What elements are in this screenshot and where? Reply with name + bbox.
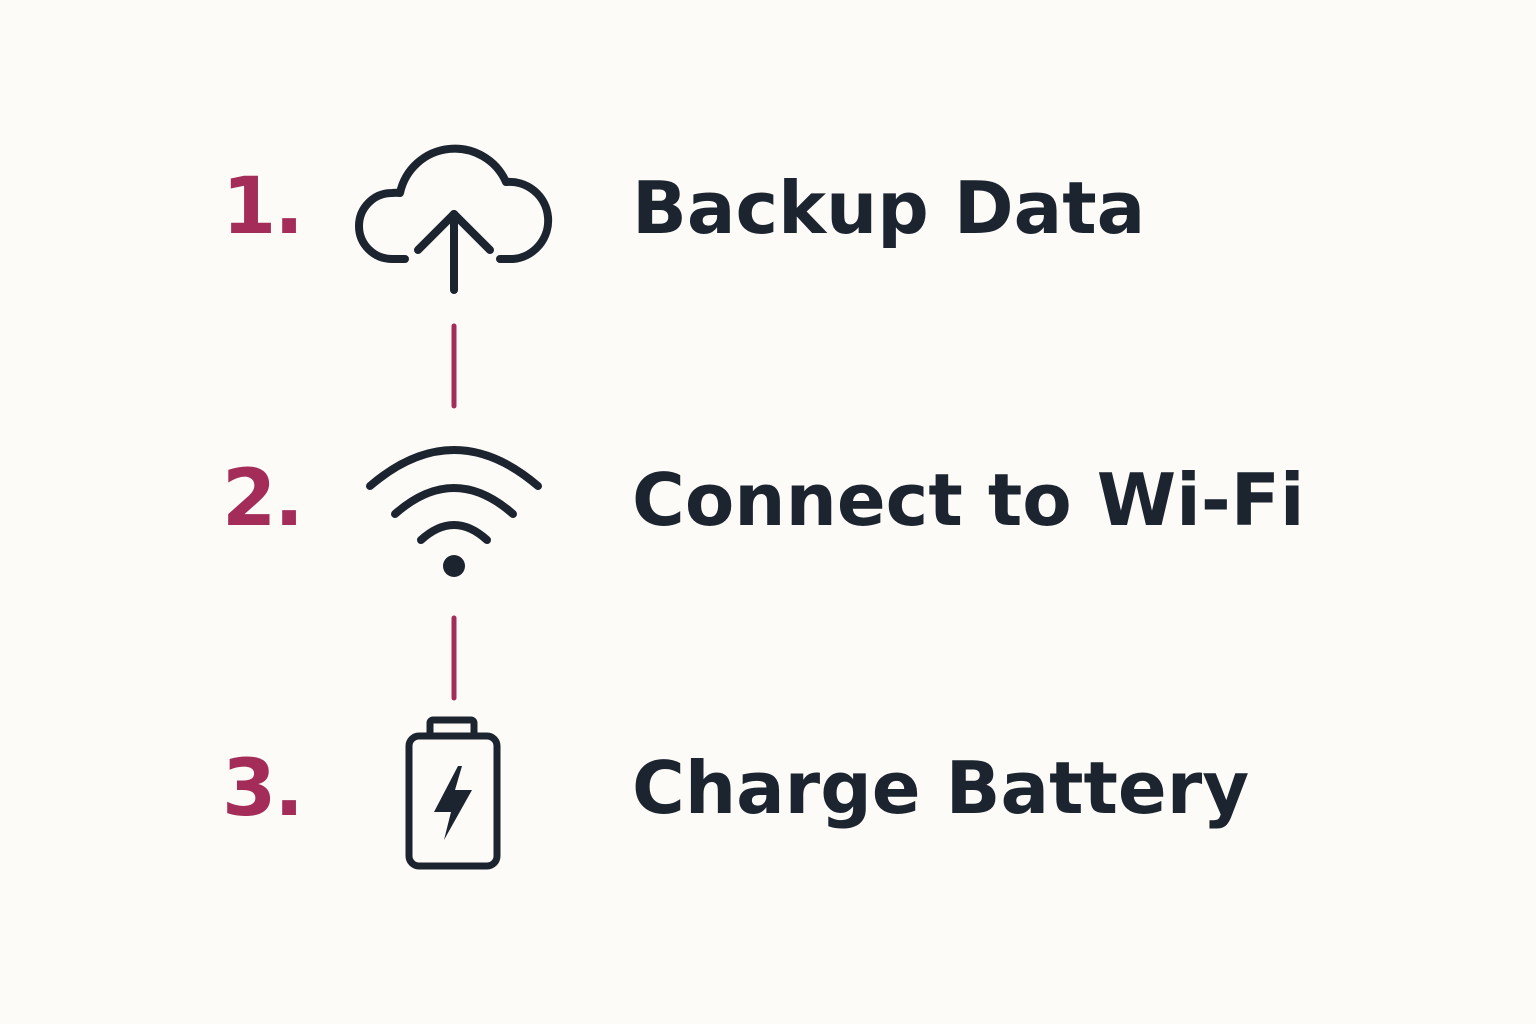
cloud-upload-icon <box>355 144 553 294</box>
battery-charging-icon <box>405 716 501 870</box>
step-label: Backup Data <box>632 166 1146 250</box>
wifi-icon <box>366 446 542 577</box>
step-label: Connect to Wi-Fi <box>632 458 1305 542</box>
connector-line <box>451 323 457 409</box>
connector-line <box>451 615 457 701</box>
step-number: 2. <box>222 454 304 544</box>
step-label: Charge Battery <box>632 746 1250 830</box>
step-number: 1. <box>222 162 304 252</box>
step-number: 3. <box>222 744 304 834</box>
